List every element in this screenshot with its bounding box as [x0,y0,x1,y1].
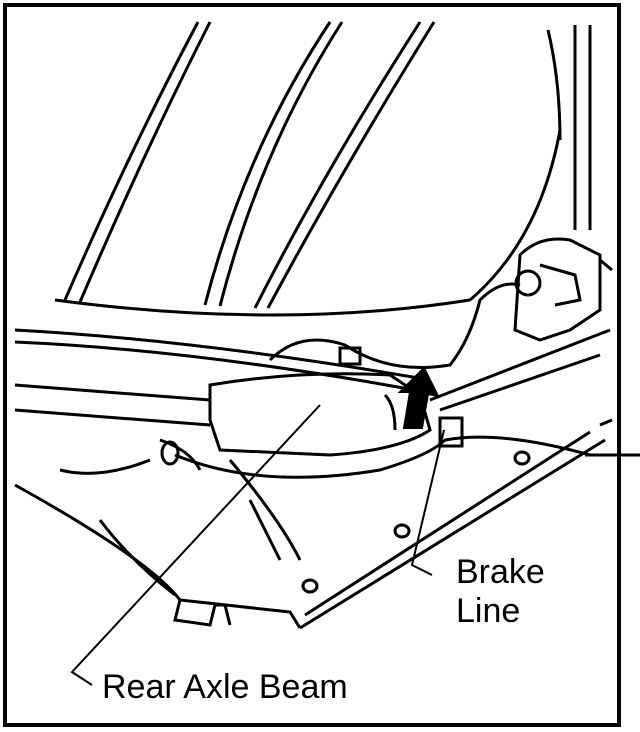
brake-line-leader [410,429,445,576]
brake-line [174,282,640,479]
rear-axle-beam-shape [14,328,432,457]
floor-pan [14,328,613,630]
tire-arcs [54,21,592,317]
rear-axle-beam-leader [70,404,321,686]
shock-mount [513,237,613,342]
rear-axle-beam-label: Rear Axle Beam [102,668,348,706]
arrow-icon [397,366,440,429]
diagram-border [3,3,621,727]
brake-line-label-line1: Brake [456,553,545,591]
brake-line-label-line2: Line [456,592,520,630]
